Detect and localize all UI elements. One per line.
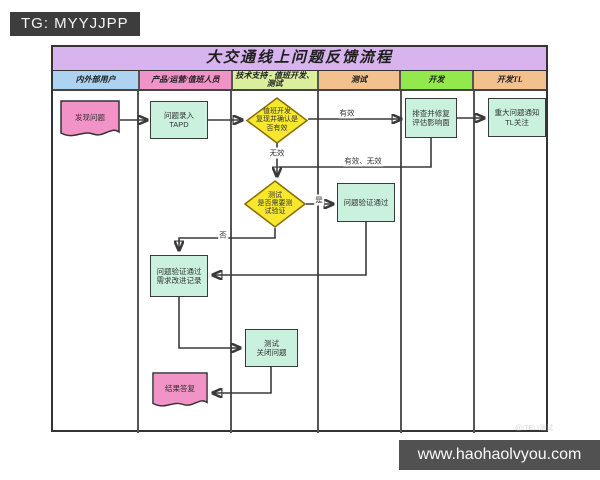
edge-label-yes: 是 (314, 194, 324, 206)
node-label: 测试 (268, 191, 282, 199)
edge-label-valid-invalid: 有效、无效 (343, 155, 383, 167)
node-improvement-record: 问题验证通过 需求改进记录 (150, 255, 208, 297)
node-result-reply: 结果答复 (152, 372, 208, 412)
node-label: 问题验证通过 (156, 266, 202, 276)
lane-divider (473, 91, 475, 433)
node-label: 重大问题通知 (494, 108, 540, 118)
document-shape (152, 372, 208, 407)
node-investigate-fix: 排查并修复 评估影响面 (405, 98, 457, 138)
node-label: 复现并确认是 (256, 116, 298, 124)
edge-label-valid: 有效 (338, 107, 356, 119)
lane-divider (137, 91, 139, 433)
node-notify-tl: 重大问题通知 TL关注 (488, 98, 546, 137)
node-confirm-valid-decision: 值班开发 复现并确认是 否有效 (246, 97, 308, 144)
node-discover-problem: 发现问题 (60, 100, 120, 142)
node-label: 关闭问题 (256, 348, 287, 357)
lane-header-internal-external-users: 内外部用户 (53, 71, 139, 89)
node-label: 测试 (264, 338, 279, 348)
node-label: 问题验证通过 (343, 197, 389, 207)
node-label: 结果答复 (165, 384, 195, 394)
diamond-shape (244, 180, 306, 228)
chart-title: 大交通线上问题反馈流程 (53, 47, 546, 71)
flowchart-frame: 大交通线上问题反馈流程 内外部用户 产品/运营/值班人员 技术支持 - 值班开发… (51, 45, 548, 433)
edge-label-no: 否 (218, 229, 228, 241)
node-label: 需求改进记录 (156, 276, 202, 285)
faint-watermark: @ITELI测试 (515, 425, 553, 432)
lane-header-test: 测试 (316, 71, 400, 89)
lane-divider (400, 91, 402, 433)
lane-header-dev-tl: 开发TL (471, 71, 546, 89)
lane-header-dev: 开发 (399, 71, 472, 89)
node-label: TAPD (169, 120, 189, 129)
node-label: 试验证 (264, 208, 286, 216)
lane-body (53, 91, 546, 433)
lane-header-row: 内外部用户 产品/运营/值班人员 技术支持 - 值班开发、测试 测试 开发 开发… (53, 71, 546, 91)
node-label: 问题录入 (164, 110, 194, 120)
lane-divider (317, 91, 319, 433)
node-test-close-problem: 测试 关闭问题 (245, 329, 298, 367)
tg-watermark-badge: TG: MYYJJPP (10, 12, 140, 36)
node-label: 排查并修复 (412, 108, 450, 118)
edge-label-invalid: 无效 (268, 147, 286, 159)
node-verification-passed: 问题验证通过 (337, 183, 395, 222)
node-label: TL关注 (505, 117, 529, 127)
document-shape (60, 100, 120, 137)
node-label: 评估影响面 (412, 118, 450, 127)
node-label: 值班开发 (263, 108, 291, 116)
site-watermark-badge: www.haohaolvyou.com (399, 440, 600, 470)
node-label: 发现问题 (75, 113, 105, 123)
node-label: 是否需要测 (257, 199, 293, 207)
node-problem-entry-tapd: 问题录入 TAPD (150, 101, 208, 139)
lane-header-tech-support: 技术支持 - 值班开发、测试 (230, 71, 317, 89)
lane-divider (230, 91, 232, 433)
diamond-shape (246, 97, 308, 144)
node-label: 否有效 (266, 124, 288, 132)
node-need-test-decision: 测试 是否需要测 试验证 (244, 180, 306, 228)
lane-header-product-ops-onduty: 产品/运营/值班人员 (138, 71, 231, 89)
